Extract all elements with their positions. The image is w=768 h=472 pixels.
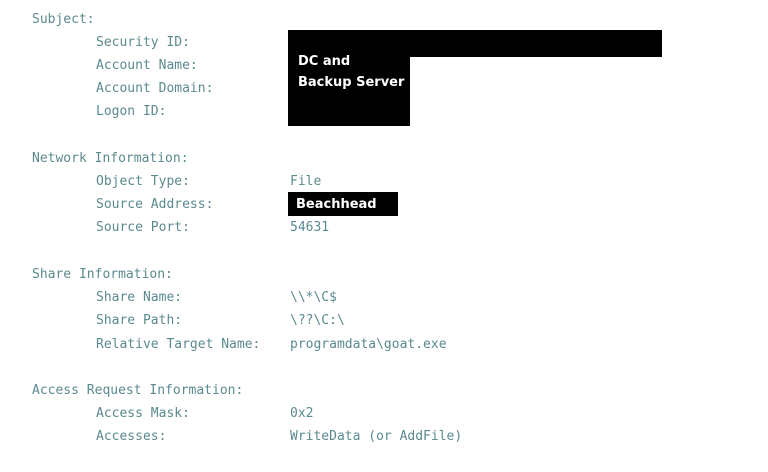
redaction-label-line2: Backup Server bbox=[298, 75, 405, 90]
field-label-object-type: Object Type: bbox=[96, 174, 190, 189]
field-label-relative-target-name: Relative Target Name: bbox=[96, 337, 261, 352]
redaction-box-source-address bbox=[288, 192, 398, 216]
field-label-share-path: Share Path: bbox=[96, 313, 183, 328]
field-label-access-mask: Access Mask: bbox=[96, 406, 190, 421]
field-value-share-path: \??\C:\ bbox=[290, 313, 345, 328]
field-label-logon-id: Logon ID: bbox=[96, 104, 167, 119]
field-label-share-name: Share Name: bbox=[96, 290, 183, 305]
field-label-security-id: Security ID: bbox=[96, 35, 190, 50]
field-label-source-address: Source Address: bbox=[96, 197, 214, 212]
field-label-account-name: Account Name: bbox=[96, 58, 198, 73]
field-label-source-port: Source Port: bbox=[96, 220, 190, 235]
redaction-box-security-id bbox=[288, 30, 662, 57]
section-title-subject: Subject: bbox=[32, 12, 95, 27]
redaction-label-line1: DC and bbox=[298, 54, 351, 69]
field-value-relative-target-name: programdata\goat.exe bbox=[290, 337, 447, 352]
field-value-source-address: Beachhead bbox=[296, 197, 377, 212]
field-value-source-port: 54631 bbox=[290, 220, 330, 235]
field-value-object-type: File bbox=[290, 174, 322, 189]
redaction-box-account bbox=[288, 56, 410, 126]
field-label-accesses: Accesses: bbox=[96, 429, 167, 444]
field-value-access-mask: 0x2 bbox=[290, 406, 314, 421]
field-value-accesses: WriteData (or AddFile) bbox=[290, 429, 463, 444]
field-value-share-name: \\*\C$ bbox=[290, 290, 337, 305]
field-label-account-domain: Account Domain: bbox=[96, 81, 214, 96]
section-title-share: Share Information: bbox=[32, 267, 173, 282]
section-title-network: Network Information: bbox=[32, 151, 189, 166]
section-title-access-request: Access Request Information: bbox=[32, 383, 244, 398]
